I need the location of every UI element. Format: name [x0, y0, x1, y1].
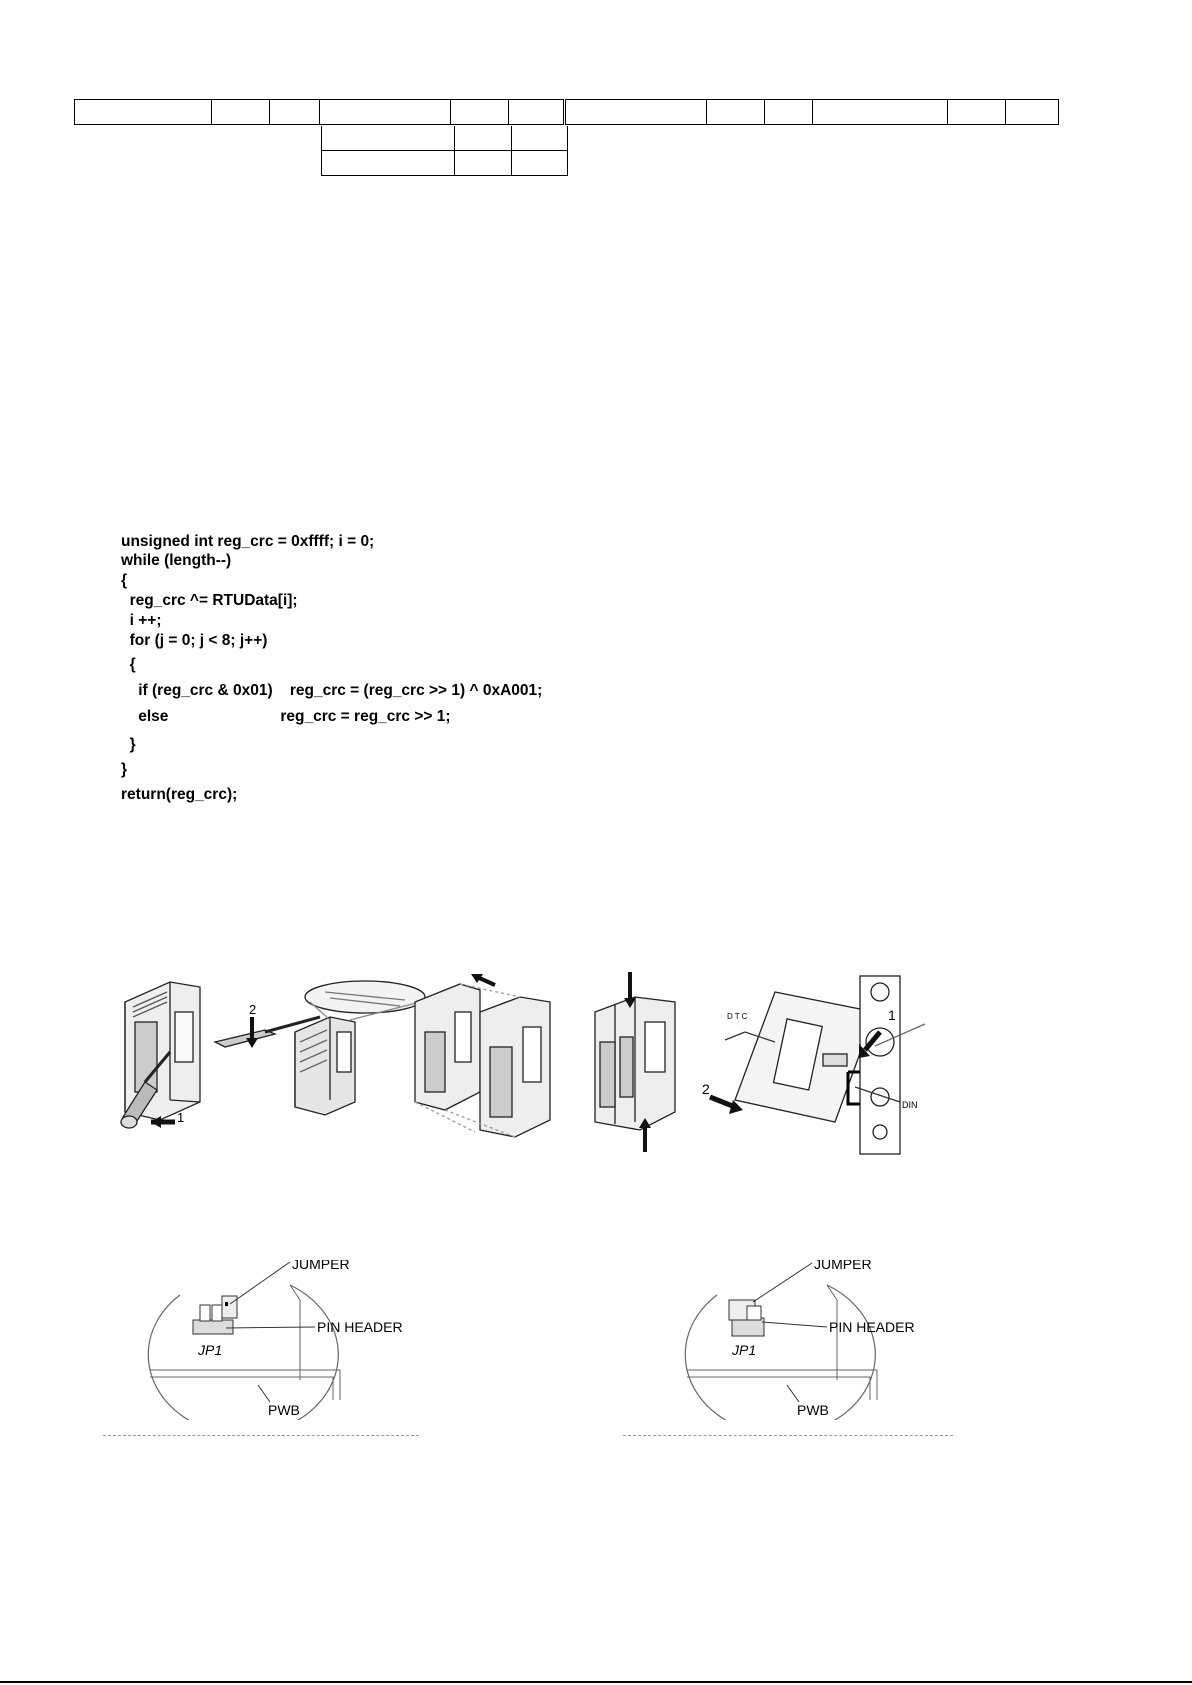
module-with-screwdriver-illustration — [120, 981, 201, 1129]
code-line: } — [121, 736, 136, 753]
jp1-label: JP1 — [731, 1342, 756, 1358]
code-line: reg_crc ^= RTUData[i]; — [121, 592, 298, 609]
pwb-label: PWB — [268, 1402, 300, 1418]
code-line: } — [121, 761, 128, 778]
stacked-modules-illustration — [594, 996, 676, 1131]
table-row — [73, 99, 1060, 125]
arrow-icon — [863, 1030, 882, 1052]
footer-rule — [0, 1681, 1192, 1683]
code-line: for (j = 0; j < 8; j++) — [121, 632, 268, 649]
table-cell — [321, 150, 455, 176]
sub-table — [321, 126, 568, 176]
pin-header-label: PIN HEADER — [317, 1319, 403, 1335]
table-cell — [1004, 99, 1060, 125]
table-cell — [450, 99, 509, 125]
module-release-illustration — [213, 980, 426, 1116]
table-row — [321, 150, 568, 176]
installation-figure: 1 2 1 2 DTC DIN — [120, 972, 926, 1155]
table-cell — [511, 150, 568, 176]
table-cell — [507, 99, 565, 125]
code-line: return(reg_crc); — [121, 786, 238, 803]
table-cell — [947, 99, 1006, 125]
table-cell — [453, 150, 513, 176]
table-cell — [73, 99, 213, 125]
table-cell — [268, 99, 320, 125]
modules-sliding-illustration — [414, 983, 551, 1138]
code-line: { — [121, 656, 136, 673]
table-cell — [321, 126, 455, 151]
pin-header-label: PIN HEADER — [829, 1319, 915, 1335]
pwb-label: PWB — [797, 1402, 829, 1418]
code-line: { — [121, 572, 128, 589]
divider — [103, 1435, 419, 1436]
jp1-label: JP1 — [197, 1342, 222, 1358]
table-cell — [211, 99, 270, 125]
code-line: i ++; — [121, 612, 162, 629]
din-rail-illustration — [846, 975, 926, 1155]
crc-code-block: unsigned int reg_crc = 0xffff; i = 0; wh… — [121, 532, 542, 803]
step-number: 1 — [888, 1007, 896, 1023]
table-cell — [763, 99, 813, 125]
arrow-icon — [709, 1094, 736, 1110]
table-cell — [706, 99, 765, 125]
code-line: if (reg_crc & 0x01) reg_crc = (reg_crc >… — [121, 682, 543, 699]
table-cell — [562, 99, 708, 125]
step-number: 2 — [702, 1081, 710, 1097]
jumper-figure-right: JUMPER PIN HEADER JP1 PWB — [684, 1260, 915, 1420]
jumper-label: JUMPER — [292, 1260, 350, 1272]
table-cell — [318, 99, 452, 125]
jumper-label: JUMPER — [814, 1260, 872, 1272]
dtc-board-illustration — [724, 991, 876, 1123]
pin-header-icon — [728, 1299, 765, 1337]
code-line: while (length--) — [121, 552, 232, 569]
code-line: unsigned int reg_crc = 0xffff; i = 0; — [121, 533, 375, 550]
table-row — [321, 126, 568, 151]
jumper-figure-left: JUMPER PIN HEADER JP1 PWB — [147, 1260, 403, 1420]
table-cell — [453, 126, 513, 151]
header-table — [73, 99, 1060, 125]
dtc-label: DTC — [727, 1012, 749, 1021]
din-label: DIN — [902, 1100, 918, 1110]
divider — [623, 1435, 953, 1436]
step-number: 2 — [249, 1002, 256, 1017]
table-cell — [811, 99, 949, 125]
table-cell — [511, 126, 568, 151]
code-line: else reg_crc = reg_crc >> 1; — [121, 708, 451, 725]
step-number: 1 — [177, 1110, 184, 1125]
